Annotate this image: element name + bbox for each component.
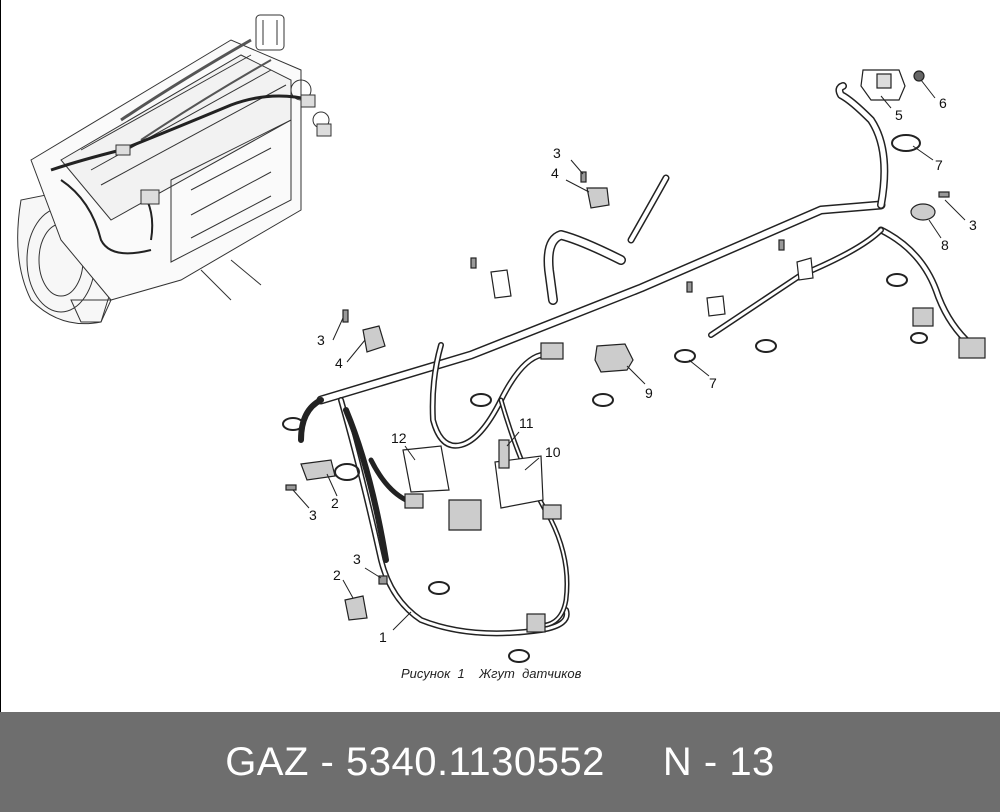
callout-2: 2	[331, 495, 339, 511]
callout-8: 8	[941, 237, 949, 253]
callout-7: 7	[709, 375, 717, 391]
callout-9: 9	[645, 385, 653, 401]
callout-6: 6	[939, 95, 947, 111]
callout-3: 3	[353, 551, 361, 567]
callout-4: 4	[551, 165, 559, 181]
callout-11: 11	[519, 415, 534, 431]
part-number-banner: GAZ - 5340.1130552 N - 13	[0, 712, 1000, 812]
callout-10: 10	[545, 444, 561, 460]
leader-lines	[292, 79, 966, 631]
callout-5: 5	[895, 107, 903, 123]
sensor-harness-diagram: 3 4 3 4 5 6 7 3 8 9 7 10 11 12 2 3 3 2 1	[17, 14, 986, 663]
callout-3: 3	[553, 145, 561, 161]
callout-12: 12	[391, 430, 407, 446]
figure-caption: Рисунок 1 Жгут датчиков	[401, 666, 582, 681]
harness-components	[282, 69, 986, 663]
callout-4: 4	[335, 355, 343, 371]
drawing-sheet: 3 4 3 4 5 6 7 3 8 9 7 10 11 12 2 3 3 2 1…	[0, 0, 986, 712]
callout-2: 2	[333, 567, 341, 583]
callout-3: 3	[317, 332, 325, 348]
callout-3: 3	[969, 217, 977, 233]
callout-1: 1	[379, 629, 387, 645]
part-number-label: GAZ - 5340.1130552 N - 13	[225, 739, 775, 784]
main-harness	[298, 82, 970, 637]
engine-illustration	[17, 14, 332, 325]
callout-3: 3	[309, 507, 317, 523]
callout-7: 7	[935, 157, 943, 173]
callout-labels: 3 4 3 4 5 6 7 3 8 9 7 10 11 12 2 3 3 2 1	[309, 95, 977, 645]
